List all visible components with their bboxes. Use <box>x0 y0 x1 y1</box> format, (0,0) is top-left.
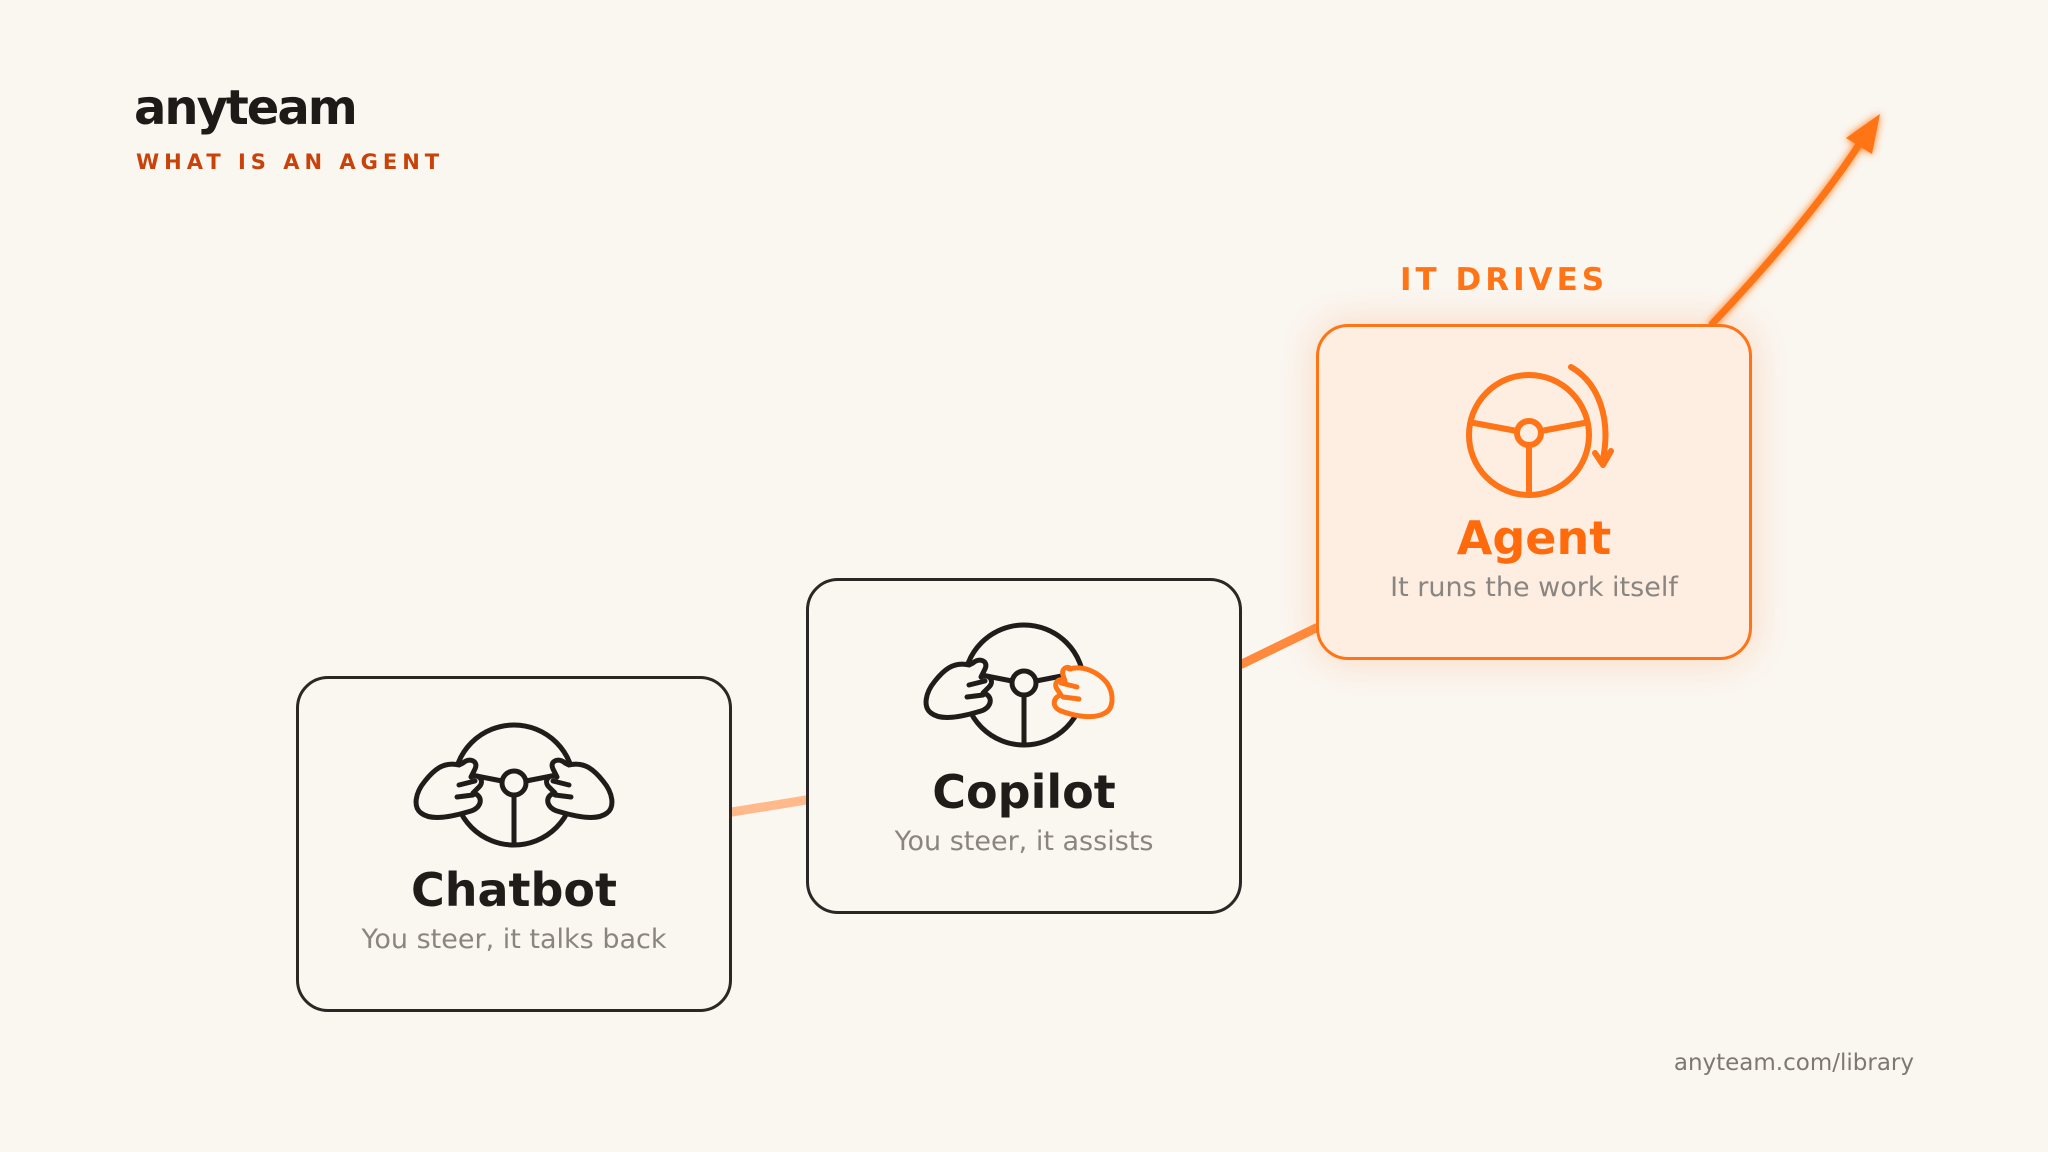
steering-wheel-shared-hands-icon <box>923 622 1115 748</box>
card-title: Agent <box>1456 511 1612 565</box>
card-title: Chatbot <box>410 863 618 917</box>
highlight-label: IT DRIVES <box>1400 262 1609 298</box>
connector-chatbot-copilot <box>727 795 811 817</box>
card-chatbot: Chatbot You steer, it talks back <box>296 676 732 1012</box>
footer-url[interactable]: anyteam.com/library <box>1673 1050 1914 1076</box>
steering-wheel-two-hands-icon <box>413 722 615 848</box>
page-subtitle: WHAT IS AN AGENT <box>136 150 445 174</box>
card-agent: Agent It runs the work itself <box>1316 324 1752 660</box>
card-description: It runs the work itself <box>1390 571 1678 603</box>
brand-logo: anyteam <box>134 80 358 136</box>
growth-arrow-head <box>1846 114 1880 154</box>
card-description: You steer, it assists <box>894 825 1154 857</box>
connector-copilot-agent <box>1237 623 1321 669</box>
steering-wheel-autonomous-icon <box>1466 364 1614 498</box>
card-title: Copilot <box>932 765 1116 819</box>
growth-arrow-line <box>1708 136 1866 328</box>
card-description: You steer, it talks back <box>361 923 667 955</box>
card-copilot: Copilot You steer, it assists <box>806 578 1242 914</box>
